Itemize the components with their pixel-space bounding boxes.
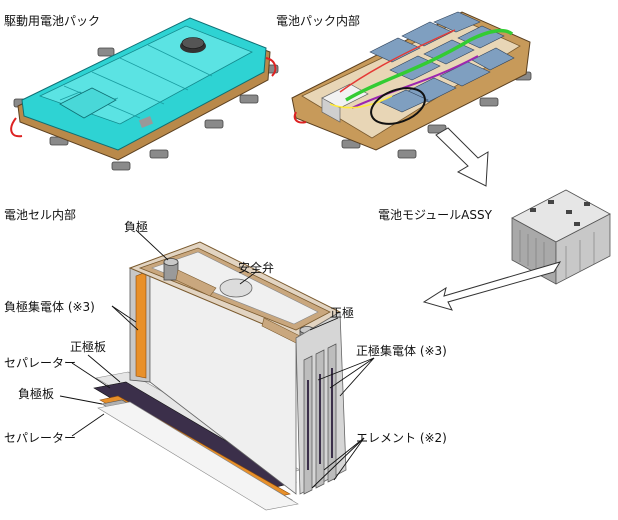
battery-module-illustration <box>511 189 611 285</box>
arrow-to-module <box>435 127 489 187</box>
arrow-to-cell <box>422 261 562 311</box>
battery-cell-cutaway-illustration <box>93 241 347 511</box>
leader-lines <box>59 229 375 489</box>
title-battery-cell-interior: 電池セル内部 <box>4 208 77 222</box>
title-battery-module-assy: 電池モジュールASSY <box>378 208 492 222</box>
title-battery-pack-interior: 電池パック内部 <box>276 14 361 28</box>
label-negative-collector: 負極集電体 (※3) <box>4 300 95 314</box>
label-safety-valve: 安全弁 <box>238 261 275 275</box>
battery-pack-interior-illustration <box>291 11 532 159</box>
label-separator-lower: セパレーター <box>4 431 77 445</box>
label-negative-plate: 負極板 <box>18 387 55 401</box>
drive-battery-pack-illustration <box>10 17 279 171</box>
label-element: エレメント (※2) <box>356 431 447 445</box>
title-drive-battery-pack: 駆動用電池パック <box>4 14 101 28</box>
label-positive-collector: 正極集電体 (※3) <box>356 344 447 358</box>
label-negative-terminal: 負極 <box>124 220 149 234</box>
label-separator-upper: セパレーター <box>4 356 77 370</box>
label-positive-terminal: 正極 <box>330 306 355 320</box>
label-positive-plate: 正極板 <box>70 340 107 354</box>
